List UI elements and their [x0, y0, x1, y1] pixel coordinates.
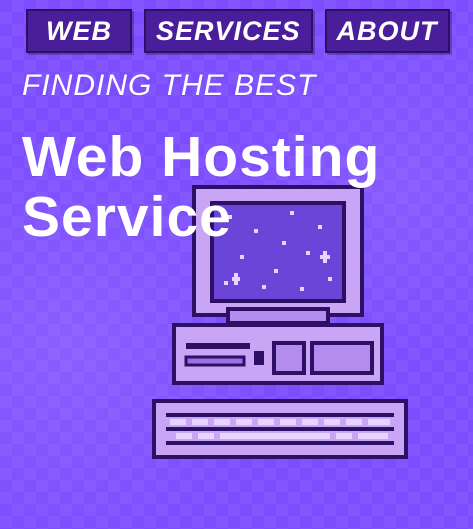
- nav-item-services[interactable]: SERVICES: [144, 9, 313, 54]
- main-nav: WEB SERVICES ABOUT: [26, 9, 450, 54]
- keyboard-keys: [166, 413, 394, 445]
- disk-slot: [186, 343, 250, 349]
- nav-item-web[interactable]: WEB: [26, 9, 132, 54]
- headline-line-2: Service: [22, 184, 232, 249]
- nav-item-about[interactable]: ABOUT: [324, 9, 450, 54]
- pixel-computer-icon: [152, 185, 408, 459]
- headline-line-1: Web Hosting: [22, 125, 381, 189]
- screen-stars: [224, 211, 332, 291]
- hero-subheading: FINDING THE BEST: [22, 69, 317, 102]
- hero-headline: Web Hosting Service: [22, 125, 381, 249]
- monitor-stand: [226, 307, 330, 325]
